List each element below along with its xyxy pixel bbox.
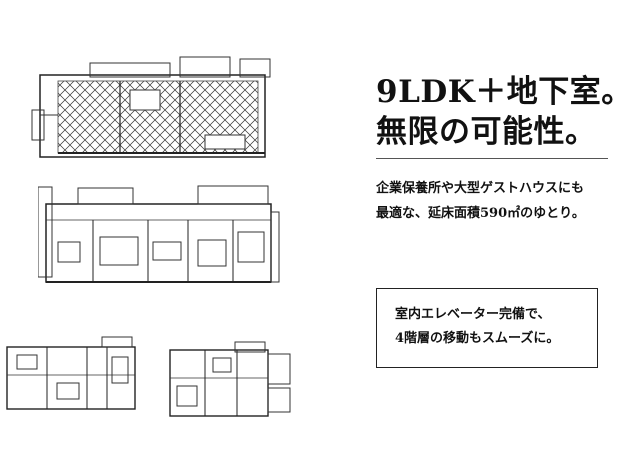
description-line-1: 企業保養所や大型ゲストハウスにも <box>376 181 585 196</box>
headline-line-2: 無限の可能性。 <box>376 114 597 150</box>
description-line-2: 最適な、延床面積590㎡のゆとり。 <box>376 206 585 221</box>
floor-plan-basement <box>31 56 271 158</box>
headline: 9LDK＋地下室。 無限の可能性。 <box>376 72 632 152</box>
floor-plan-third-floor <box>169 341 291 417</box>
floor-plan-first-floor <box>38 185 280 283</box>
description: 企業保養所や大型ゲストハウスにも 最適な、延床面積590㎡のゆとり。 <box>376 176 632 226</box>
elevator-note-box: 室内エレベーター完備で、 4階層の移動もスムーズに。 <box>376 288 598 368</box>
note-line-1: 室内エレベーター完備で、 <box>395 307 551 322</box>
note-line-2: 4階層の移動もスムーズに。 <box>395 331 560 346</box>
floor-plan-second-floor <box>6 336 136 410</box>
divider <box>376 158 608 159</box>
floor-plans-area <box>6 56 291 417</box>
headline-line-1: 9LDK＋地下室。 <box>376 74 633 110</box>
